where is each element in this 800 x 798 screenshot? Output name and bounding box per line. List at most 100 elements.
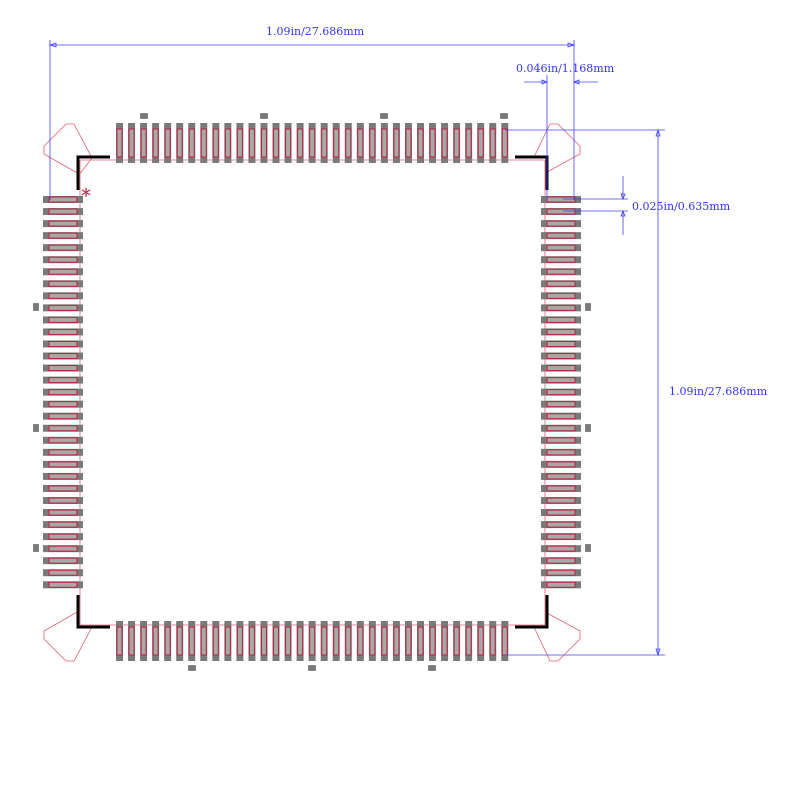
pad-copper: [48, 461, 78, 468]
pad-copper: [369, 128, 376, 158]
pad-copper: [309, 626, 316, 656]
pad-copper: [164, 626, 171, 656]
pad-copper: [48, 437, 78, 444]
pad-copper: [212, 128, 219, 158]
pad-copper: [546, 521, 576, 528]
pad-copper: [140, 626, 147, 656]
pad-copper: [273, 128, 280, 158]
arrowhead: [541, 79, 549, 85]
pad-copper: [546, 340, 576, 347]
pad-copper: [546, 497, 576, 504]
pad-copper: [489, 128, 496, 158]
pad-copper: [546, 353, 576, 360]
pad-copper: [417, 626, 424, 656]
pad-copper: [489, 626, 496, 656]
pad-copper: [48, 557, 78, 564]
pad-copper: [48, 280, 78, 287]
pad-copper: [546, 389, 576, 396]
pad-copper: [546, 220, 576, 227]
silkscreen-outline: [76, 155, 549, 629]
pad-copper: [357, 626, 364, 656]
pad-copper: [48, 244, 78, 251]
pad-copper: [48, 497, 78, 504]
pad-copper: [48, 232, 78, 239]
silk-corner-bl: [76, 595, 110, 629]
pad-copper: [393, 128, 400, 158]
arrowhead: [48, 42, 57, 48]
pad-copper: [164, 128, 171, 158]
pad-length-label: 0.046in/1.168mm: [516, 62, 615, 75]
pad-copper: [48, 365, 78, 372]
pad-copper: [188, 128, 195, 158]
corner-tl: [43, 123, 93, 176]
pad-copper: [405, 626, 412, 656]
pitch-label: 0.025in/0.635mm: [632, 200, 731, 213]
pad-copper: [546, 196, 576, 203]
pad-copper: [48, 340, 78, 347]
pad-copper: [48, 533, 78, 540]
silk-corner-br: [515, 595, 549, 629]
pad-copper: [393, 626, 400, 656]
pad-copper: [546, 425, 576, 432]
pad-copper: [285, 626, 292, 656]
pad-copper: [48, 401, 78, 408]
marker: [428, 665, 436, 671]
marker: [33, 544, 39, 552]
pad-copper: [546, 581, 576, 588]
pad-copper: [297, 626, 304, 656]
pad-copper: [546, 365, 576, 372]
pad-copper: [321, 626, 328, 656]
marker: [500, 113, 508, 119]
pad-copper: [248, 626, 255, 656]
pad-copper: [188, 626, 195, 656]
pad-copper: [333, 626, 340, 656]
pad-copper: [48, 316, 78, 323]
pad-copper: [546, 280, 576, 287]
pad-copper: [309, 128, 316, 158]
pad-copper: [236, 128, 243, 158]
pad-copper: [546, 461, 576, 468]
pad-copper: [48, 304, 78, 311]
pad-copper: [285, 128, 292, 158]
pad-copper: [345, 626, 352, 656]
overall-height-label: 1.09in/27.686mm: [669, 385, 768, 398]
corner-bl: [43, 610, 93, 662]
pad-copper: [546, 557, 576, 564]
pad-copper: [48, 545, 78, 552]
marker: [260, 113, 268, 119]
pad-copper: [546, 256, 576, 263]
pad-copper: [546, 545, 576, 552]
pad-copper: [297, 128, 304, 158]
pad-copper: [48, 509, 78, 516]
pad-copper: [48, 377, 78, 384]
pad-copper: [260, 626, 267, 656]
pad-copper: [48, 292, 78, 299]
pad-copper: [465, 128, 472, 158]
pad-copper: [546, 413, 576, 420]
pad-copper: [48, 353, 78, 360]
pad-copper: [546, 292, 576, 299]
pad-copper: [48, 328, 78, 335]
pad-copper: [48, 485, 78, 492]
pad-copper: [441, 626, 448, 656]
pad-copper: [48, 473, 78, 480]
pad-copper: [212, 626, 219, 656]
arrowhead: [655, 128, 661, 137]
pad-copper: [321, 128, 328, 158]
pad-copper: [224, 128, 231, 158]
overall-width-label: 1.09in/27.686mm: [266, 25, 365, 38]
pad-copper: [48, 196, 78, 203]
marker: [585, 303, 591, 311]
pad-copper: [116, 128, 123, 158]
marker: [585, 544, 591, 552]
silk-corner-tr: [515, 155, 549, 190]
arrowhead: [620, 209, 626, 217]
pad-copper: [546, 473, 576, 480]
pad-copper: [417, 128, 424, 158]
pad-copper: [546, 304, 576, 311]
pad-copper: [140, 128, 147, 158]
pad-copper: [128, 128, 135, 158]
arrowhead: [620, 193, 626, 201]
